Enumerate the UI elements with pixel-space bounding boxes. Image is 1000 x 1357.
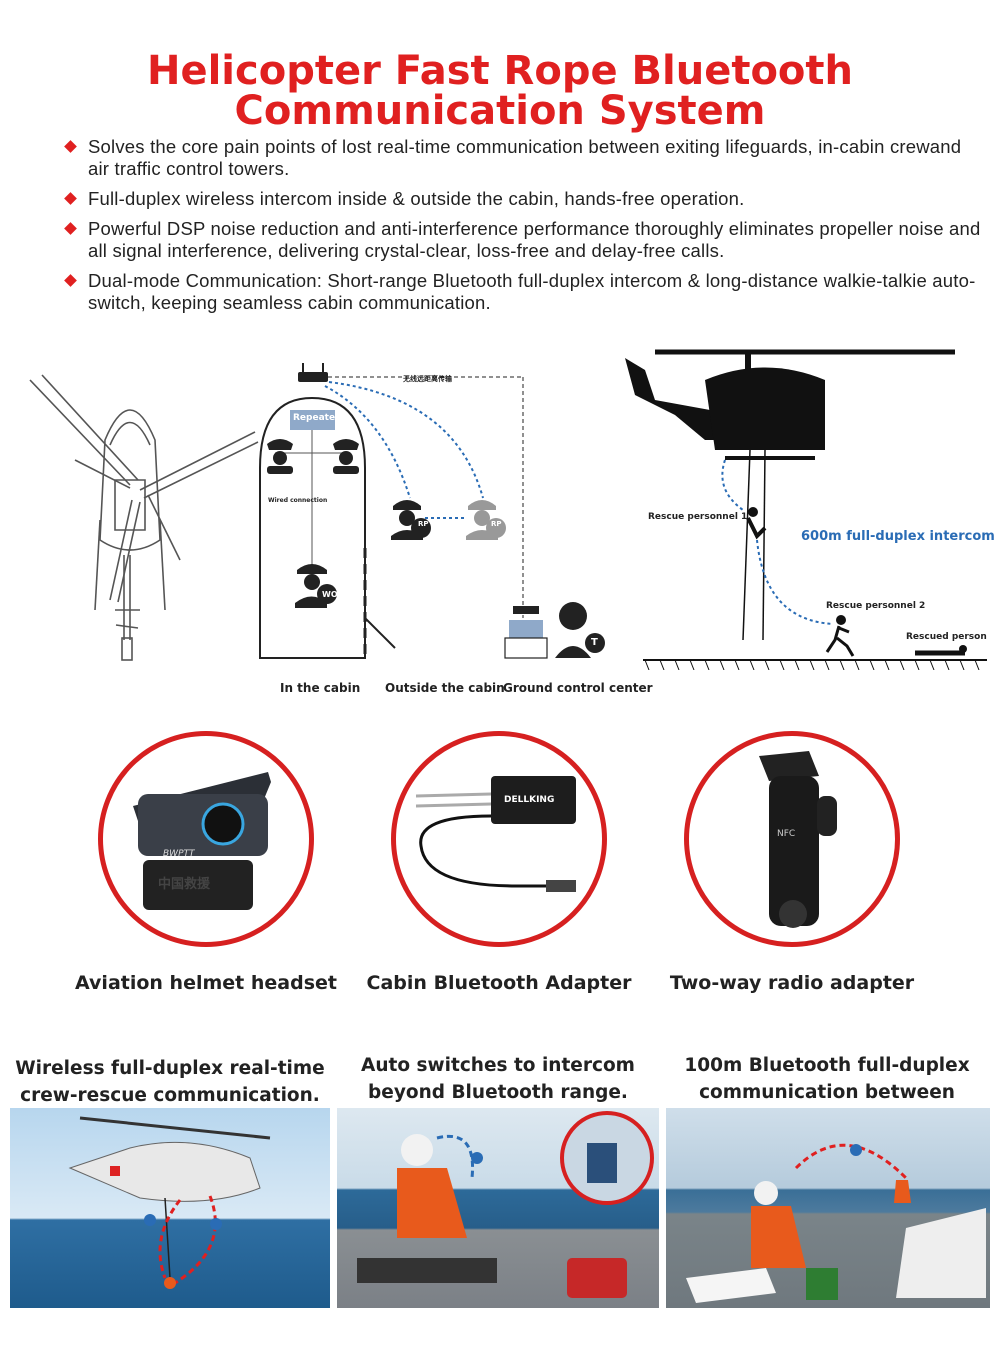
diamond-bullet-icon (64, 274, 77, 287)
photo-helicopter-rescue (10, 1108, 330, 1308)
helmet-headset-icon: 中国救援 BWPTT (133, 772, 271, 910)
bluetooth-icon (210, 1218, 222, 1230)
feature-list: Solves the core pain points of lost real… (64, 136, 984, 322)
intercom-range-label: 600m full-duplex intercom (801, 529, 995, 544)
rescue-helicopter-diagram (625, 349, 987, 670)
feature-item: Dual-mode Communication: Short-range Blu… (64, 270, 984, 314)
diamond-bullet-icon (64, 140, 77, 153)
wo-badge: WO (322, 590, 338, 599)
product-circle-radio-adapter: NFC (684, 731, 900, 947)
repeater-label: Repeater (293, 413, 340, 423)
rp-badge: RP (418, 520, 429, 528)
page-title-line1: Helicopter Fast Rope Bluetooth (146, 48, 854, 94)
product-circle-headset: 中国救援 BWPTT (98, 731, 314, 947)
adapter-brand: DELLKING (504, 795, 554, 805)
photo-deck-rescue (337, 1108, 659, 1308)
bluetooth-icon (471, 1152, 483, 1164)
feature-item: Full-duplex wireless intercom inside & o… (64, 188, 984, 210)
t-badge: T (591, 637, 598, 648)
rp-badge: RP (491, 520, 502, 528)
diamond-bullet-icon (64, 222, 77, 235)
rescue-personnel-2-label: Rescue personnel 2 (826, 601, 926, 611)
radio-adapter-icon: NFC (759, 751, 837, 928)
photo-caption-2: Auto switches to intercom beyond Bluetoo… (361, 1055, 635, 1103)
product-circle-adapter: DELLKING (391, 731, 607, 947)
router-icon (298, 363, 328, 382)
radio-nfc-text: NFC (777, 829, 795, 839)
diamond-bullet-icon (64, 192, 77, 205)
photo-caption-1: Wireless full-duplex real-time crew-resc… (15, 1058, 325, 1106)
feature-item: Solves the core pain points of lost real… (64, 136, 984, 180)
page-title-line2: Communication System (234, 88, 766, 134)
bluetooth-icon (144, 1214, 156, 1226)
bluetooth-adapter-icon: DELLKING (415, 776, 576, 892)
rescued-person-label: Rescued person (906, 632, 987, 642)
ground-control-label: Ground control center (503, 681, 653, 695)
headset-brand: BWPTT (163, 849, 196, 859)
product-label-radio-adapter: Two-way radio adapter (669, 972, 915, 994)
cabin-diagram (259, 363, 605, 659)
feature-item: Powerful DSP noise reduction and anti-in… (64, 218, 984, 262)
rescue-personnel-1-label: Rescue personnel 1 (648, 512, 748, 522)
product-label-adapter: Cabin Bluetooth Adapter (366, 972, 632, 994)
long-range-label: 无线远距离传输 (403, 375, 452, 383)
headset-chinese-text: 中国救援 (158, 876, 211, 892)
bluetooth-icon (850, 1144, 862, 1156)
helicopter-top-view-icon (29, 374, 259, 661)
photo-helipad-rescue (666, 1108, 990, 1308)
wired-connection-label: Wired connection (268, 497, 328, 504)
in-cabin-label: In the cabin (280, 681, 361, 695)
outside-cabin-label: Outside the cabin (385, 681, 505, 695)
product-label-headset: Aviation helmet headset (75, 972, 337, 994)
